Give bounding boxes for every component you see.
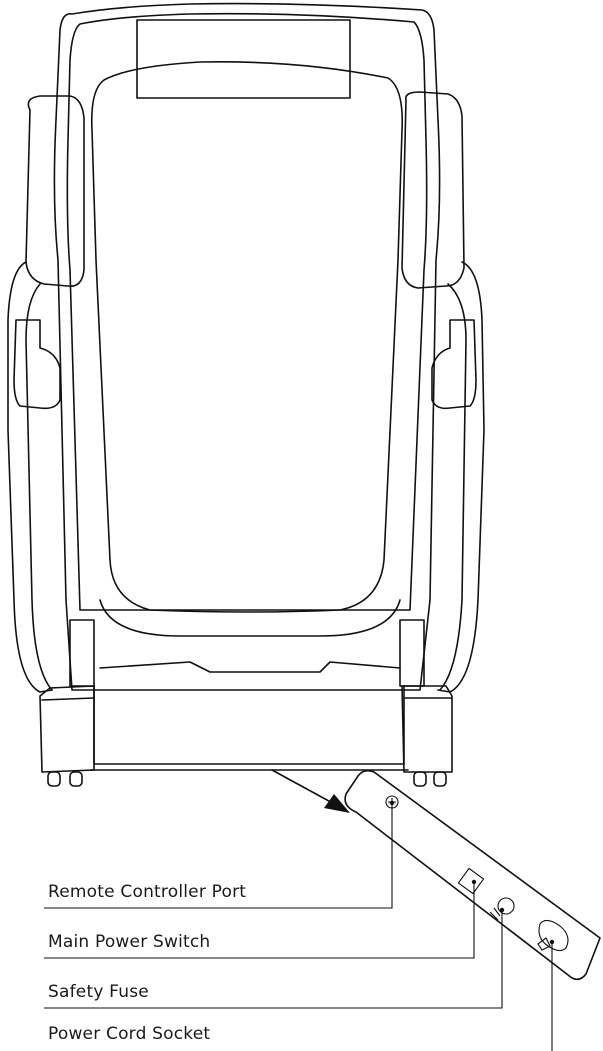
label-main-power-switch: Main Power Switch xyxy=(48,932,211,952)
chair-back xyxy=(53,2,441,691)
left-armrest xyxy=(7,95,95,787)
callout-arrow xyxy=(271,769,350,813)
leader-lines xyxy=(44,800,555,1051)
label-safety-fuse: Safety Fuse xyxy=(48,982,149,1002)
label-remote-controller-port: Remote Controller Port xyxy=(48,882,247,902)
fuse-icon xyxy=(489,897,515,921)
socket-icon xyxy=(537,919,569,952)
control-panel xyxy=(344,769,601,981)
power-switch-icon xyxy=(457,867,485,895)
right-armrest xyxy=(399,91,485,787)
chair-base xyxy=(89,661,409,771)
label-power-cord-socket: Power Cord Socket xyxy=(48,1024,211,1044)
